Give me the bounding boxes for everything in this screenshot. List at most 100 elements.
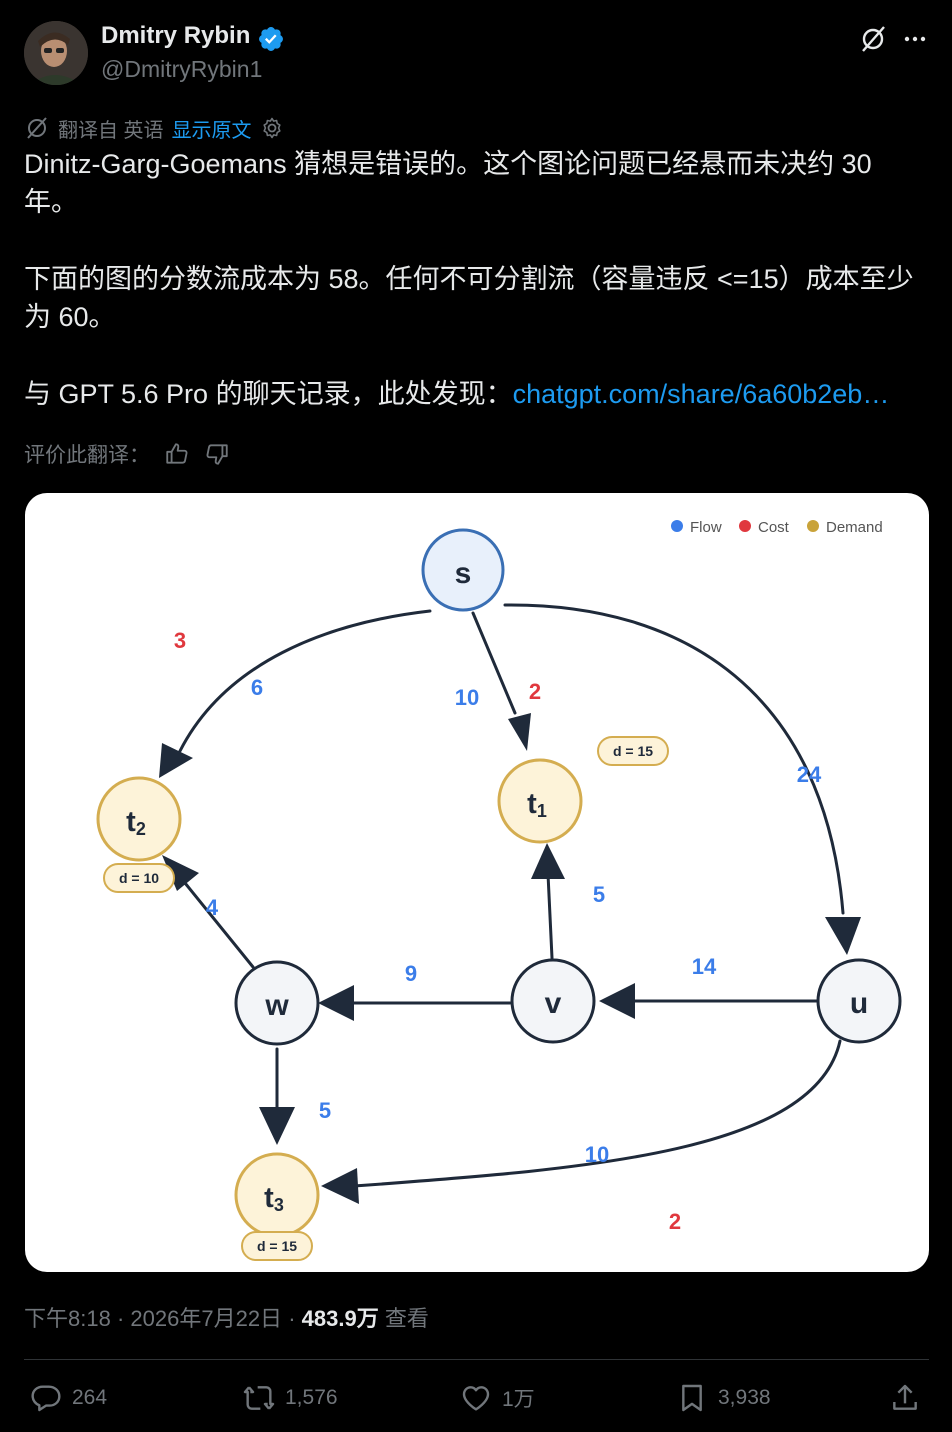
node-u: u	[816, 958, 902, 1044]
node-s-label: s	[455, 557, 472, 590]
repost-count: 1,576	[285, 1386, 338, 1409]
settings-gear-icon[interactable]	[260, 116, 284, 140]
thumbs-down-icon[interactable]	[204, 441, 230, 467]
edge-w-t2-flow: 4	[206, 895, 219, 920]
bookmark-icon	[682, 1384, 702, 1412]
legend-cost-label: Cost	[758, 519, 790, 536]
tweet-date[interactable]: 2026年7月22日	[130, 1306, 283, 1331]
bookmark-button[interactable]: 3,938	[676, 1378, 771, 1418]
tweet-image[interactable]: Flow Cost Demand	[25, 493, 929, 1272]
edge-s-t1-flow: 10	[455, 685, 479, 710]
legend: Flow Cost Demand	[671, 519, 883, 536]
meta-separator: ·	[288, 1306, 302, 1331]
edge-v-t1-flow: 5	[593, 882, 605, 907]
edge-s-u-flow: 24	[797, 762, 822, 787]
edge-s-t1-cost: 2	[529, 679, 541, 704]
more-options-icon[interactable]	[900, 24, 930, 54]
grok-icon[interactable]	[858, 24, 888, 54]
arrowhead-u-v	[599, 983, 635, 1019]
arrowhead-w-t3	[259, 1107, 295, 1145]
bookmark-count: 3,938	[718, 1386, 771, 1409]
edge-w-t2	[183, 881, 255, 969]
demand-t3-text: d = 15	[257, 1238, 297, 1254]
edge-u-t3-cost: 2	[669, 1209, 681, 1234]
node-w: w	[234, 960, 320, 1046]
view-count: 483.9万	[301, 1306, 379, 1331]
legend-cost-dot	[739, 520, 751, 532]
edge-u-v-flow: 14	[692, 954, 717, 979]
node-t1-label: t	[527, 788, 537, 820]
svg-text:t2: t2	[126, 806, 146, 839]
arrowhead-w-t2	[162, 855, 199, 891]
node-t1: t1	[497, 758, 583, 844]
meta-separator: ·	[116, 1306, 131, 1331]
like-button[interactable]: 1万	[460, 1378, 535, 1418]
node-t3-sub: 3	[274, 1195, 284, 1215]
reply-count: 264	[72, 1386, 108, 1409]
tweet-paragraph-1: Dinitz-Garg-Goemans 猜想是错误的。这个图论问题已经悬而未决约…	[24, 149, 872, 217]
avatar[interactable]	[24, 21, 88, 85]
translated-from-label: 翻译自 英语	[58, 119, 164, 142]
share-button[interactable]	[889, 1378, 921, 1418]
edge-u-t3-flow: 10	[585, 1142, 609, 1167]
legend-demand-label: Demand	[826, 519, 883, 536]
repost-icon	[243, 1386, 275, 1410]
legend-demand-dot	[807, 520, 819, 532]
thumbs-up-icon[interactable]	[164, 441, 190, 467]
tweet-paragraph-3: 与 GPT 5.6 Pro 的聊天记录，此处发现：chatgpt.com/sha…	[24, 375, 929, 413]
show-original-link[interactable]: 显示原文	[171, 119, 252, 142]
rate-translation-row: 评价此翻译：	[24, 438, 230, 470]
chatgpt-share-link[interactable]: chatgpt.com/share/6a60b2eb…	[512, 379, 890, 409]
node-t2-label: t	[126, 806, 136, 838]
legend-flow-label: Flow	[690, 519, 722, 536]
svg-text:t3: t3	[264, 1182, 284, 1215]
demand-badge-t2: d = 10	[103, 863, 175, 893]
demand-t1-text: d = 15	[613, 743, 653, 759]
author-handle[interactable]: @DmitryRybin1	[101, 56, 263, 82]
demand-t2-text: d = 10	[119, 870, 159, 886]
edge-s-u	[503, 603, 845, 915]
legend-flow-dot	[671, 520, 683, 532]
node-u-label: u	[850, 987, 868, 1020]
tweet-text: Dinitz-Garg-Goemans 猜想是错误的。这个图论问题已经悬而未决约…	[24, 145, 929, 413]
edge-v-w-flow: 9	[405, 961, 417, 986]
node-s: s	[421, 528, 505, 612]
node-t3-label: t	[264, 1182, 274, 1214]
author-name[interactable]: Dmitry Rybin	[101, 22, 251, 49]
demand-badge-t1: d = 15	[597, 736, 669, 766]
node-t2: t2	[96, 776, 182, 862]
edge-u-t3	[353, 1039, 842, 1188]
node-t1-sub: 1	[537, 801, 547, 821]
arrowhead-s-t2	[159, 743, 193, 778]
tweet-time[interactable]: 下午8:18	[24, 1306, 111, 1331]
edge-s-t1	[471, 611, 517, 715]
arrowhead-u-t3	[321, 1168, 359, 1204]
node-t3: t3	[234, 1152, 320, 1238]
node-t2-sub: 2	[136, 819, 146, 839]
demand-badge-t3: d = 15	[241, 1231, 313, 1261]
grok-translate-icon	[27, 117, 47, 139]
tweet-paragraph-3-text: 与 GPT 5.6 Pro 的聊天记录，此处发现：	[24, 379, 513, 409]
share-icon	[893, 1384, 917, 1410]
verified-badge-icon	[259, 27, 283, 51]
arrowhead-v-t1	[531, 843, 565, 879]
rate-translation-label: 评价此翻译：	[24, 444, 150, 467]
arrowhead-s-u	[825, 917, 861, 955]
repost-button[interactable]: 1,576	[243, 1378, 338, 1418]
tweet-meta: 下午8:18 · 2026年7月22日 · 483.9万 查看	[24, 1301, 429, 1333]
edge-s-t2	[178, 609, 432, 753]
translation-bar: 翻译自 英语 显示原文	[24, 114, 284, 142]
reply-button[interactable]: 264	[30, 1378, 107, 1418]
tweet-paragraph-2: 下面的图的分数流成本为 58。任何不可分割流（容量违反 <=15）成本至少为 6…	[24, 264, 914, 332]
heart-icon	[462, 1386, 490, 1411]
divider	[24, 1359, 929, 1360]
edge-w-t3-flow: 5	[319, 1098, 331, 1123]
edge-s-t2-flow: 6	[251, 675, 263, 700]
node-v-label: v	[545, 987, 562, 1020]
arrowhead-v-w	[318, 985, 354, 1021]
like-count: 1万	[502, 1388, 535, 1411]
node-w-label: w	[264, 989, 289, 1022]
node-v: v	[510, 958, 596, 1044]
views-label: 查看	[384, 1306, 429, 1331]
reply-icon	[31, 1385, 61, 1412]
